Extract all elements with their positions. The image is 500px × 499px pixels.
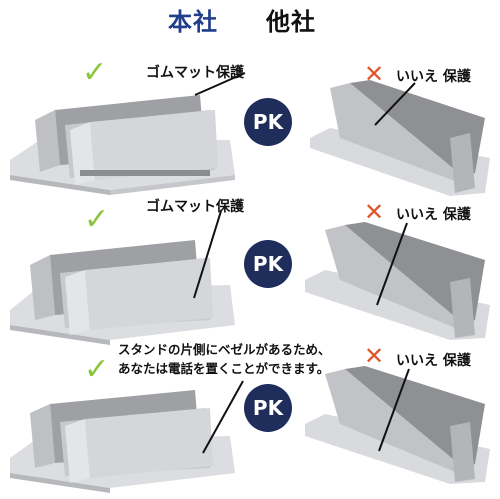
ours-label-1: ゴムマット保護 xyxy=(146,65,244,81)
pointer-line-1 xyxy=(194,72,246,96)
cross-icon: ✕ xyxy=(364,342,385,370)
pointer-line-5 xyxy=(202,380,244,454)
pk-badge-3: PK xyxy=(244,384,292,432)
other-label-3: いいえ 保護 xyxy=(396,353,471,369)
other-stand-image-2 xyxy=(305,222,490,340)
check-icon: ✓ xyxy=(82,55,108,90)
pointer-line-2 xyxy=(374,82,416,126)
header-ours: 本社 xyxy=(168,8,218,36)
check-icon: ✓ xyxy=(84,202,110,237)
note-line-2: あなたは電話を置くことができます。 xyxy=(118,361,330,376)
side-bezel-note: スタンドの片側にベゼルがあるため、 あなたは電話を置くことができます。 xyxy=(118,340,331,378)
note-line-1: スタンドの片側にベゼルがあるため、 xyxy=(118,342,331,357)
other-stand-image-3 xyxy=(305,366,490,484)
ours-label-2: ゴムマット保護 xyxy=(146,199,244,215)
cross-icon: ✕ xyxy=(364,198,385,226)
pointer-line-4 xyxy=(376,222,408,306)
our-stand-image-1 xyxy=(10,95,235,195)
pointer-line-3 xyxy=(193,210,222,299)
other-label-1: いいえ 保護 xyxy=(396,69,471,85)
cross-icon: ✕ xyxy=(364,60,385,88)
pk-badge-2: PK xyxy=(244,240,292,288)
our-stand-image-3 xyxy=(10,390,235,493)
our-stand-image-2 xyxy=(10,240,235,345)
other-label-2: いいえ 保護 xyxy=(396,207,471,223)
check-icon: ✓ xyxy=(84,352,110,387)
pk-badge-1: PK xyxy=(244,98,292,146)
other-stand-image-1 xyxy=(310,80,490,196)
header-other: 他社 xyxy=(266,8,316,36)
pointer-line-6 xyxy=(378,368,410,452)
